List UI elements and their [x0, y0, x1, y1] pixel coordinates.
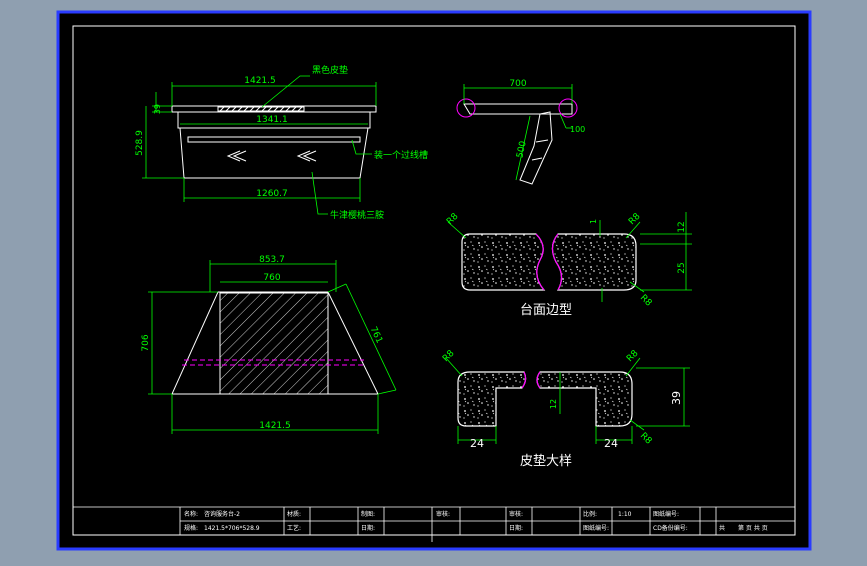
tb-drawn-date-label: 日期:: [361, 524, 375, 532]
dim-pad-left: 24: [470, 437, 484, 450]
label-leather-pad: 黑色皮垫: [312, 64, 348, 76]
tb-scale-value: 1:10: [618, 511, 632, 518]
dim-top-width: 1421.5: [244, 76, 276, 86]
dim-pad-right: 24: [604, 437, 618, 450]
tb-material-label: 材质:: [287, 510, 301, 518]
side-top-slab: [463, 103, 573, 115]
dim-total-height: 528.9: [135, 130, 145, 156]
edge-profile-left-block: [461, 233, 546, 291]
dim-plan-height: 706: [141, 334, 151, 351]
tb-name-value: 咨询服务台-2: [204, 510, 240, 518]
dim-side-top: 700: [509, 79, 526, 89]
front-view-texts: 1421.5 黑色皮垫 39 528.9 1341.1 装一个过线槽 1260.…: [135, 64, 428, 221]
dim-edge-body: 25: [677, 262, 687, 273]
dim-plan-top-inner: 760: [263, 273, 280, 283]
title-block-texts: 名称: 咨询服务台-2 规格: 1421.5*706*528.9 材质: 工艺:…: [184, 510, 768, 532]
dim-left-height: 39: [153, 104, 162, 114]
tb-process-label: 工艺:: [287, 524, 301, 532]
edge-profile-right-block: [551, 233, 637, 291]
tb-size-label: 规格:: [184, 524, 198, 532]
plan-view-dimensions: [148, 260, 397, 434]
plan-view-accents: [182, 359, 366, 366]
tb-page-value: 第 页 共 页: [738, 524, 768, 532]
drawing-frame: [72, 25, 796, 536]
tb-name-label: 名称:: [184, 510, 198, 518]
tb-code-label: CD备份编号:: [653, 524, 688, 532]
drawing-sheet: [56, 10, 812, 551]
dim-plan-top-outer: 853.7: [259, 255, 285, 265]
front-view-dimensions: [142, 75, 377, 215]
pad-detail-title: 皮垫大样: [520, 453, 572, 469]
edge-profile: [461, 233, 637, 291]
tb-checked-date-label: 日期:: [509, 524, 523, 532]
edge-marker-top: 1: [589, 219, 598, 224]
side-view-accents: [456, 98, 578, 118]
dim-pad-height: 39: [670, 391, 683, 405]
front-view: [171, 105, 377, 179]
pad-detail-accents: [521, 371, 541, 389]
label-panel-material: 牛津樱桃三胺: [330, 209, 384, 221]
cable-groove: [187, 136, 361, 143]
edge-profile-dimensions: [447, 212, 692, 302]
side-view-dimensions: [463, 84, 573, 181]
tb-drawing-no-label: 图纸编号:: [583, 524, 609, 532]
pad-detail-dimensions: [445, 357, 690, 444]
leather-pad-hatch: [217, 106, 305, 112]
plan-hatched-area: [219, 292, 329, 395]
dim-pad-gap: 12: [549, 399, 558, 409]
dim-plan-bottom: 1421.5: [259, 421, 291, 431]
dim-edge-top: 12: [677, 221, 687, 232]
side-view-texts: 700 100 500: [509, 79, 585, 159]
edge-profile-accents: [535, 233, 563, 291]
tb-drawn-label: 制图:: [361, 510, 375, 518]
title-block-grid: [73, 506, 795, 542]
label-cable-groove: 装一个过线槽: [374, 149, 428, 161]
dim-inner-width: 1341.1: [256, 115, 288, 125]
side-view: [463, 103, 573, 185]
front-top-slab: [171, 105, 377, 113]
tb-size-value: 1421.5*706*528.9: [204, 525, 260, 532]
side-leg: [519, 111, 553, 185]
plan-view: [171, 291, 379, 395]
dim-side-offset: 100: [570, 125, 585, 134]
tb-page-label: 共: [719, 524, 725, 532]
edge-profile-title: 台面边型: [520, 303, 572, 318]
tb-checked-label-2: 审核:: [509, 510, 523, 518]
tb-drawing-no2-label: 图纸编号:: [653, 510, 679, 518]
tb-scale-label: 比例:: [583, 510, 597, 518]
dim-side-leg: 500: [515, 140, 528, 159]
tb-checked-label: 审核:: [436, 510, 450, 518]
dim-bottom-width: 1260.7: [256, 189, 288, 199]
front-logo-marks: [226, 150, 317, 162]
